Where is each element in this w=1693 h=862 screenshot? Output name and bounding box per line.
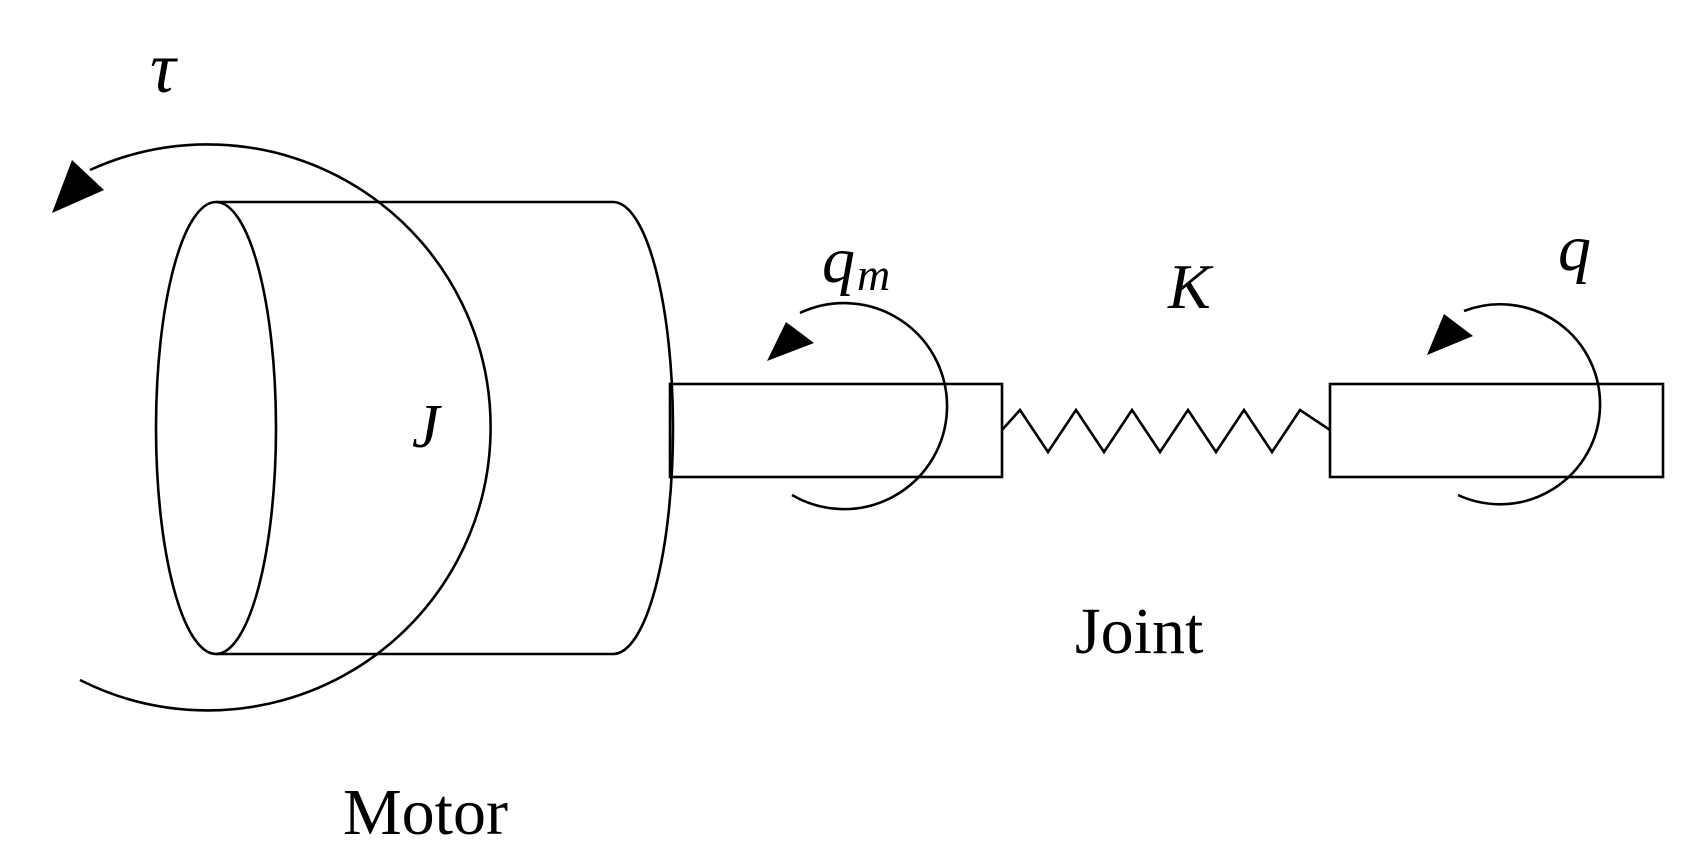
motor-angle-label: qm (822, 224, 890, 300)
link-angle-arrowhead (1427, 314, 1473, 355)
torque-arrowhead (52, 160, 104, 213)
motor-angle-arrow (767, 301, 949, 511)
torque-label: τ (150, 28, 178, 108)
motor-label: Motor (343, 776, 508, 849)
motor-front-face (154, 200, 278, 656)
motor-back-face (612, 200, 675, 656)
torque-arrow (52, 143, 492, 712)
inertia-label: J (412, 393, 442, 461)
link-angle-label: q (1558, 212, 1591, 285)
stiffness-label: K (1167, 251, 1214, 322)
motor-angle-arrowhead (767, 322, 814, 361)
link-block (1328, 382, 1665, 479)
motor-shaft (668, 382, 1004, 479)
joint-spring (1001, 407, 1331, 455)
motor-angle-subscript: m (857, 249, 890, 300)
link-angle-arrow (1427, 303, 1602, 506)
joint-label: Joint (1075, 595, 1203, 668)
motor-cylinder (154, 200, 675, 656)
motor-angle-symbol: q (822, 224, 855, 297)
